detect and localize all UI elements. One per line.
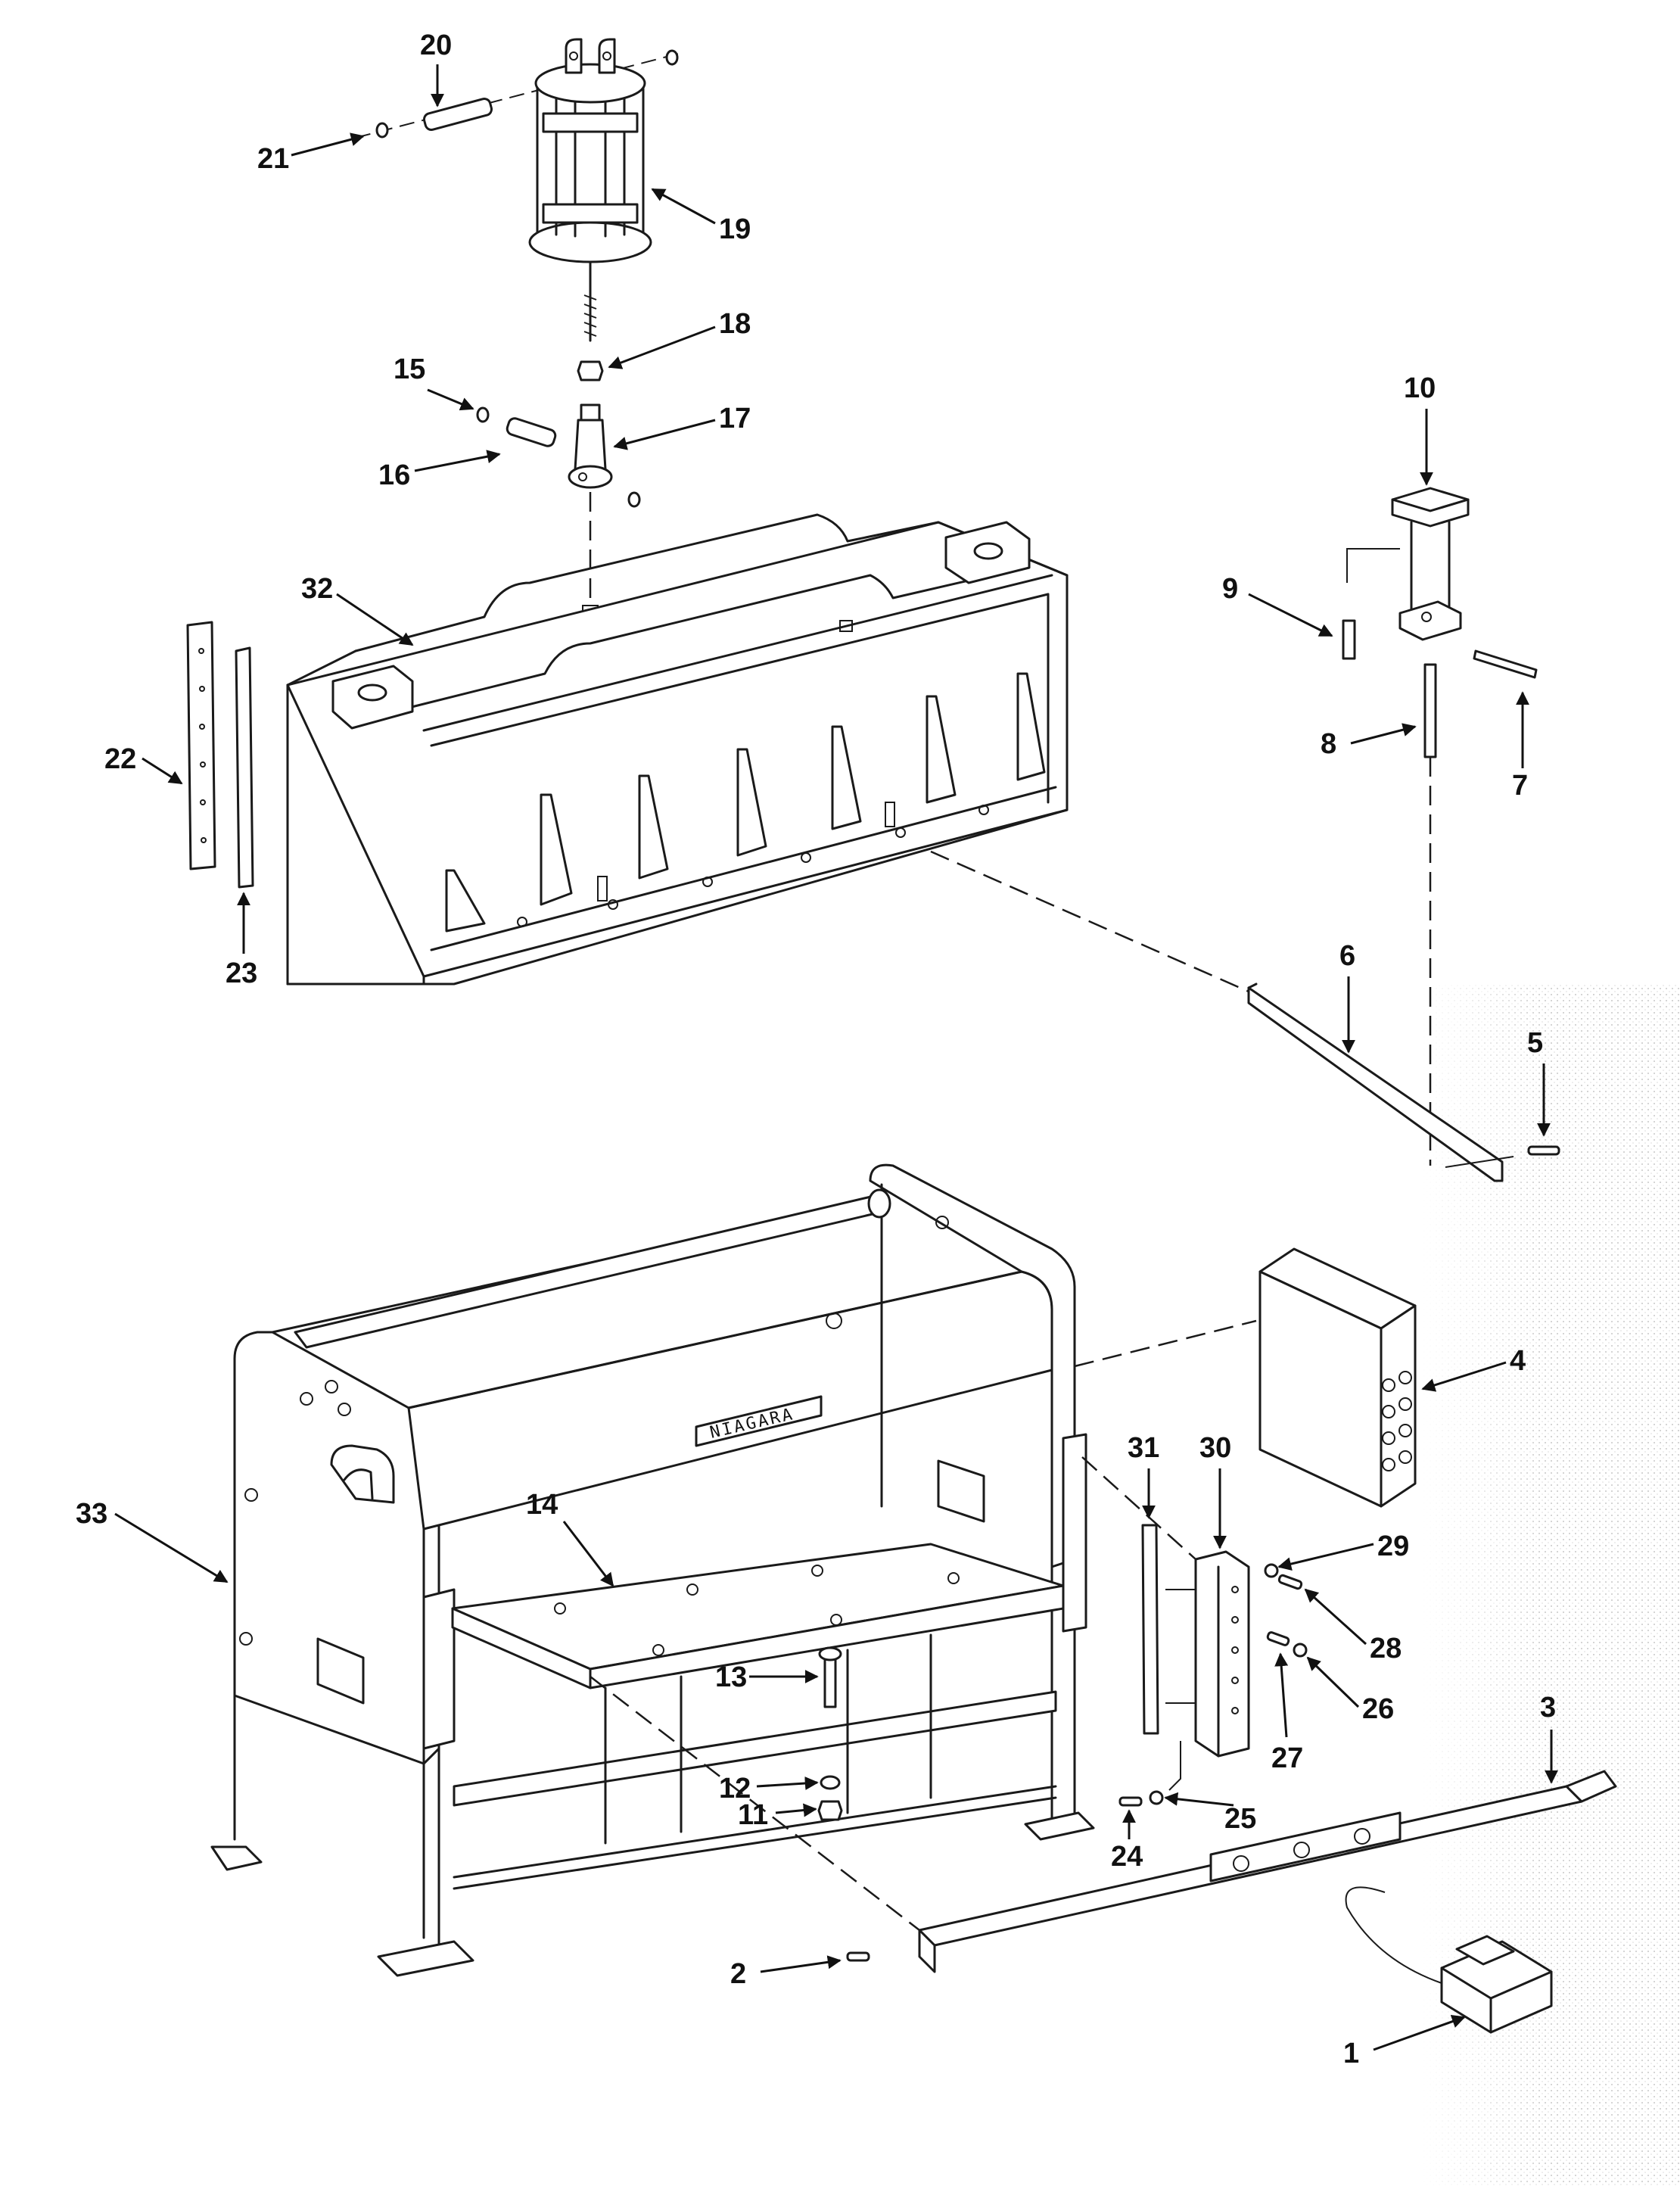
part-20-21-pin-washers: [355, 49, 682, 139]
callout-33: 33: [76, 1498, 107, 1530]
part-22-23-blade-strips: [186, 621, 254, 889]
callout-4: 4: [1510, 1345, 1526, 1377]
callout-24: 24: [1111, 1841, 1143, 1873]
callout-2: 2: [730, 1958, 746, 1990]
part-32-upper-blade-beam: [286, 513, 1069, 986]
callout-18: 18: [719, 308, 751, 340]
part-2-3-treadle-bar: [590, 1676, 1617, 1973]
part-24-31-bracket: [1081, 1456, 1308, 1807]
part-33-main-frame: NIAGARA: [210, 1163, 1095, 1977]
callout-5: 5: [1527, 1027, 1543, 1059]
part-15-18-clevis-assembly: [476, 360, 641, 618]
part-19-air-cylinder: [528, 38, 652, 342]
callout-28: 28: [1370, 1633, 1402, 1664]
callout-1: 1: [1343, 2038, 1359, 2069]
callout-13: 13: [715, 1661, 747, 1693]
callout-11: 11: [738, 1799, 768, 1831]
callout-15: 15: [394, 353, 425, 385]
part-1-foot-switch: [1345, 1886, 1553, 2034]
callout-12: 12: [719, 1773, 751, 1805]
callout-25: 25: [1224, 1803, 1256, 1835]
callout-9: 9: [1222, 573, 1238, 605]
callout-22: 22: [104, 743, 136, 775]
callout-20: 20: [420, 30, 452, 61]
part-7-10-linkage: [1342, 487, 1538, 1166]
callout-14: 14: [526, 1489, 558, 1521]
callout-30: 30: [1199, 1432, 1231, 1464]
callout-7: 7: [1512, 770, 1528, 802]
callout-26: 26: [1362, 1693, 1394, 1725]
callout-19: 19: [719, 213, 751, 245]
callout-21: 21: [257, 143, 289, 175]
callout-16: 16: [378, 459, 410, 491]
callout-8: 8: [1321, 728, 1336, 760]
part-5-6-bar: [930, 850, 1560, 1182]
callouts: 1 2 3 4 5 6 7 8 9 10 11 12 13: [76, 30, 1558, 2069]
callout-31: 31: [1128, 1432, 1159, 1464]
part-11-13-hardware: [817, 1646, 843, 1821]
callout-3: 3: [1540, 1692, 1556, 1724]
callout-32: 32: [301, 573, 333, 605]
callout-17: 17: [719, 403, 751, 434]
callout-6: 6: [1339, 940, 1355, 972]
part-4-control-box: [1074, 1247, 1417, 1508]
callout-23: 23: [226, 958, 257, 989]
callout-29: 29: [1377, 1531, 1409, 1562]
callout-10: 10: [1404, 372, 1436, 404]
callout-27: 27: [1271, 1742, 1303, 1774]
